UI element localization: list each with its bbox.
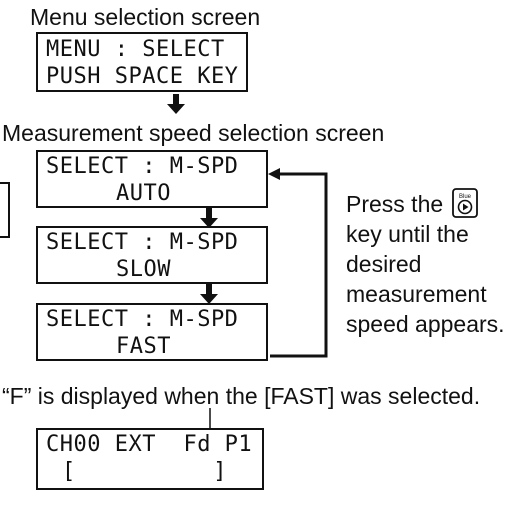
speed-lcd-screen-slow: SELECT : M-SPD SLOW <box>36 226 268 284</box>
instruction-text: Press the Blue key until the desired mea… <box>346 188 516 339</box>
blue-key-icon: Blue <box>451 188 478 218</box>
lcd-line-2: SLOW <box>116 257 171 282</box>
down-arrow-icon <box>167 94 185 114</box>
status-lcd-screen: CH00 EXT Fd P1 [ ] <box>36 428 264 490</box>
speed-lcd-screen-auto: SELECT : M-SPD AUTO <box>36 150 268 208</box>
fast-displayed-note: “F” is displayed when the [FAST] was sel… <box>2 383 481 409</box>
lcd-line-2: [ ] <box>62 459 227 484</box>
speed-lcd-screen-fast: SELECT : M-SPD FAST <box>36 303 268 361</box>
speed-selection-heading: Measurement speed selection screen <box>2 120 385 146</box>
lcd-line-1: CH00 EXT Fd P1 <box>46 432 253 457</box>
lcd-line-2: AUTO <box>116 181 171 206</box>
instruction-before-key: Press the <box>346 191 444 217</box>
partial-cut-off-box <box>0 182 10 238</box>
down-arrow-icon <box>200 208 218 228</box>
down-arrow-icon <box>200 284 218 304</box>
menu-lcd-screen: MENU : SELECT PUSH SPACE KEY <box>36 32 248 92</box>
menu-selection-heading: Menu selection screen <box>30 4 261 30</box>
lcd-line-2: PUSH SPACE KEY <box>46 64 239 89</box>
lcd-line-1: SELECT : M-SPD <box>46 230 239 255</box>
lcd-line-1: SELECT : M-SPD <box>46 307 239 332</box>
lcd-line-1: MENU : SELECT <box>46 37 225 62</box>
lcd-line-1: SELECT : M-SPD <box>46 154 239 179</box>
svg-text:Blue: Blue <box>459 194 472 200</box>
instruction-after-key: key until the desired measurement speed … <box>346 221 505 337</box>
lcd-line-2: FAST <box>116 334 171 359</box>
